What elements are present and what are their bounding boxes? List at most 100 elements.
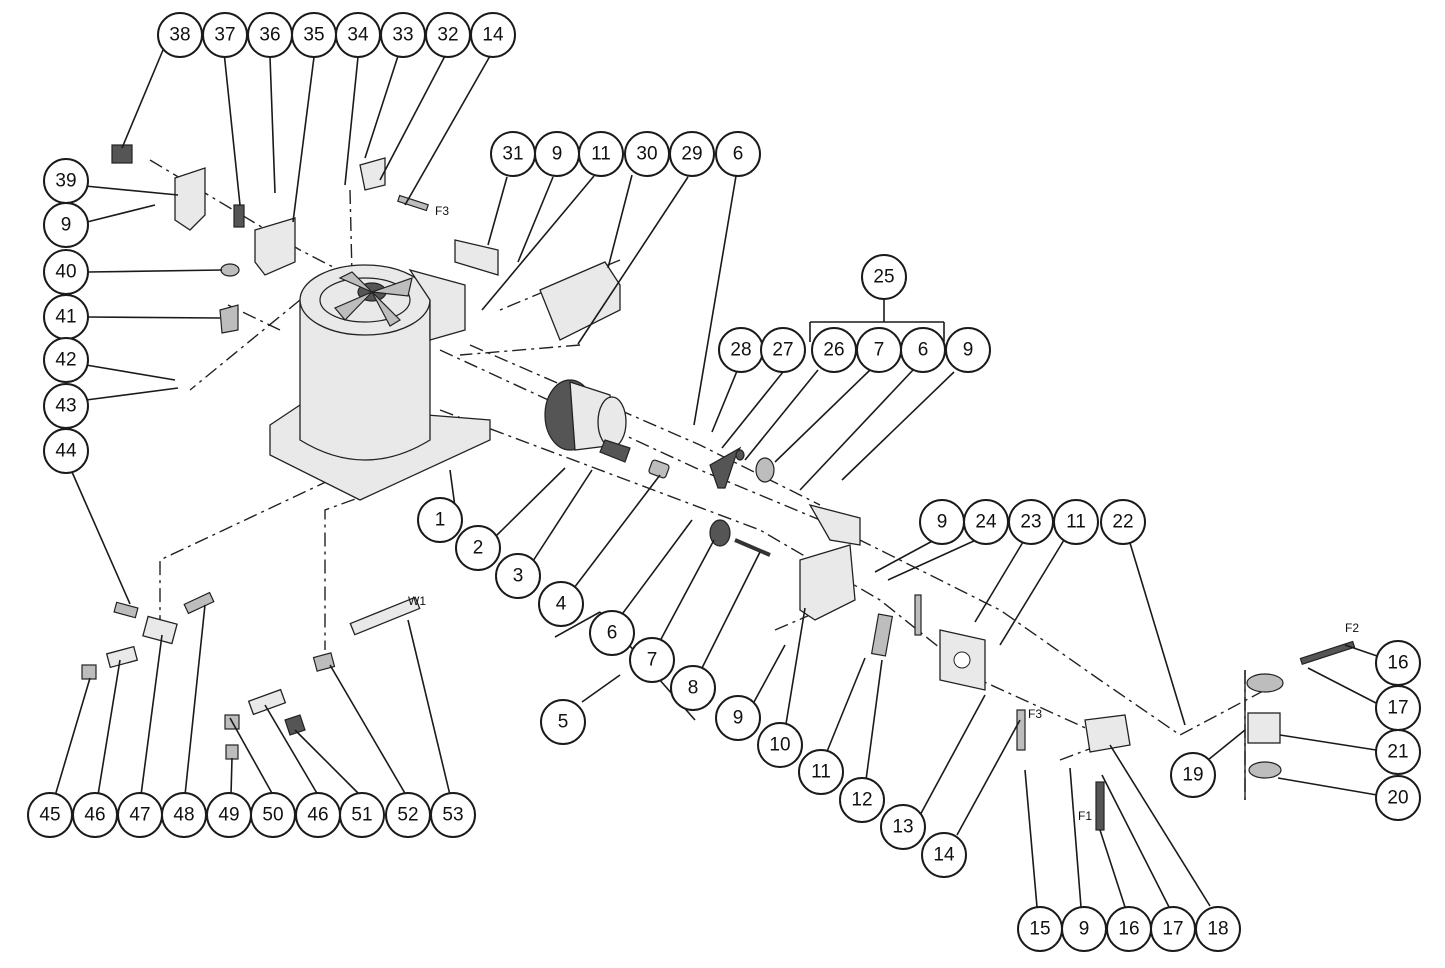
callout-9: 9 — [43, 202, 89, 248]
callout-46: 46 — [295, 792, 341, 838]
callout-5: 5 — [540, 699, 586, 745]
callout-number: 20 — [1387, 788, 1408, 809]
switch-bracket — [174, 167, 206, 231]
callout-number: 17 — [1387, 698, 1408, 719]
callout-49: 49 — [206, 792, 252, 838]
callout-number: 23 — [1020, 512, 1041, 533]
callout-number: 4 — [556, 594, 567, 615]
wire-label-f1: F1 — [1078, 809, 1092, 823]
callout-36: 36 — [247, 12, 293, 58]
callout-number: 50 — [262, 805, 283, 826]
callout-number: 15 — [1029, 919, 1050, 940]
callout-number: 16 — [1118, 919, 1139, 940]
upper-plate — [808, 503, 861, 546]
wire-label-f3: F3 — [1028, 707, 1042, 721]
callout-number: 2 — [473, 538, 484, 559]
callout-23: 23 — [1008, 499, 1054, 545]
callout-number: 46 — [307, 805, 328, 826]
callout-number: 12 — [851, 790, 872, 811]
callout-4: 4 — [538, 581, 584, 627]
callout-number: 34 — [347, 25, 369, 46]
callout-number: 52 — [397, 805, 418, 826]
gear-motor — [1084, 714, 1131, 753]
callout-9: 9 — [1061, 906, 1107, 952]
callout-25: 25 — [861, 254, 907, 300]
callout-6: 6 — [900, 327, 946, 373]
callout-number: 14 — [933, 845, 955, 866]
bracket-plate — [799, 544, 856, 621]
callout-number: 30 — [636, 144, 657, 165]
callout-number: 9 — [552, 144, 563, 165]
callout-number: 25 — [873, 267, 894, 288]
callout-number: 45 — [39, 805, 60, 826]
callout-38: 38 — [157, 12, 203, 58]
wire-labels: F3 F3 F2 F1 W1 — [408, 204, 1359, 823]
callout-number: 11 — [1066, 512, 1086, 533]
callout-number: 9 — [963, 340, 974, 361]
callout-number: 21 — [1387, 742, 1408, 763]
callout-number: 26 — [823, 340, 844, 361]
callout-21: 21 — [1375, 729, 1421, 775]
chute-cover — [539, 261, 621, 341]
callout-number: 49 — [218, 805, 239, 826]
callout-number: 9 — [1079, 919, 1090, 940]
callout-35: 35 — [291, 12, 337, 58]
callout-24: 24 — [963, 499, 1009, 545]
callout-8: 8 — [670, 665, 716, 711]
callout-46: 46 — [72, 792, 118, 838]
callout-47: 47 — [117, 792, 163, 838]
wire-label-w1: W1 — [408, 594, 426, 608]
callout-1: 1 — [417, 497, 463, 543]
callout-10: 10 — [757, 722, 803, 768]
crank-arm — [709, 446, 742, 489]
callout-32: 32 — [425, 12, 471, 58]
callout-14: 14 — [921, 832, 967, 878]
callout-50: 50 — [250, 792, 296, 838]
cover-bracket — [254, 217, 296, 276]
callout-11: 11 — [1053, 499, 1099, 545]
callout-17: 17 — [1375, 685, 1421, 731]
wire-label-f2: F2 — [1345, 621, 1359, 635]
callout-6: 6 — [715, 131, 761, 177]
callout-number: 24 — [975, 512, 997, 533]
callout-43: 43 — [43, 383, 89, 429]
callout-number: 28 — [730, 340, 751, 361]
callout-26: 26 — [811, 327, 857, 373]
hopper-cylinder — [299, 299, 431, 461]
callout-number: 32 — [437, 25, 458, 46]
callout-22: 22 — [1100, 499, 1146, 545]
callout-11: 11 — [578, 131, 624, 177]
callout-number: 7 — [647, 650, 658, 671]
callout-16: 16 — [1375, 640, 1421, 686]
callout-number: 43 — [55, 396, 76, 417]
callout-number: 18 — [1207, 919, 1228, 940]
callout-51: 51 — [339, 792, 385, 838]
callout-33: 33 — [380, 12, 426, 58]
small-bracket — [454, 239, 499, 276]
callout-number: 11 — [811, 762, 831, 783]
callout-number: 38 — [169, 25, 190, 46]
callout-number: 6 — [918, 340, 929, 361]
callout-45: 45 — [27, 792, 73, 838]
callout-37: 37 — [202, 12, 248, 58]
callout-number: 17 — [1162, 919, 1183, 940]
callout-30: 30 — [624, 131, 670, 177]
callout-15: 15 — [1017, 906, 1063, 952]
callout-number: 33 — [392, 25, 413, 46]
callout-number: 1 — [435, 510, 446, 531]
callout-number: 29 — [681, 144, 702, 165]
callout-28: 28 — [718, 327, 764, 373]
callout-41: 41 — [43, 294, 89, 340]
filter-element — [1247, 712, 1281, 744]
callout-number: 53 — [442, 805, 463, 826]
callout-48: 48 — [161, 792, 207, 838]
callout-number: 9 — [61, 215, 72, 236]
callout-number: 48 — [173, 805, 194, 826]
callout-16: 16 — [1106, 906, 1152, 952]
heater-element — [349, 596, 421, 636]
callout-19: 19 — [1170, 752, 1216, 798]
callout-number: 44 — [55, 441, 77, 462]
callout-number: 31 — [502, 144, 523, 165]
hopper-bracket — [408, 268, 466, 341]
callout-number: 51 — [351, 805, 372, 826]
